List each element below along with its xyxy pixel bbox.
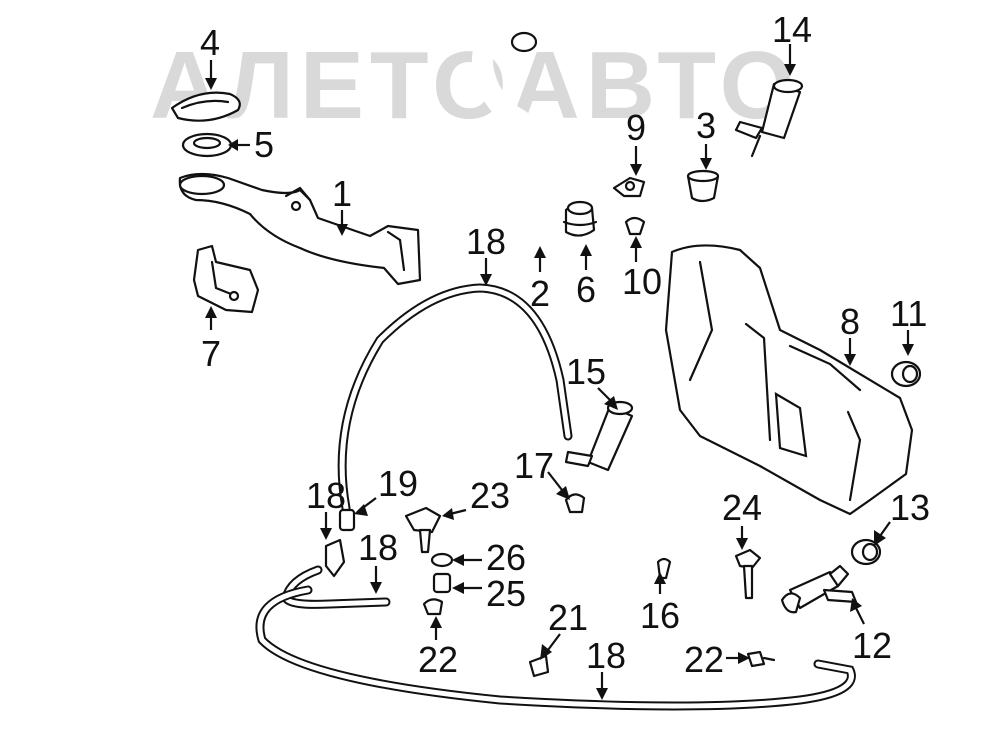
part-10-grommet — [624, 216, 646, 236]
part-14-pump — [734, 78, 804, 158]
callout-4: 4 — [200, 22, 220, 63]
callout-11: 11 — [890, 293, 927, 334]
part-18-hose-upper — [337, 283, 573, 513]
callout-18-bottom: 18 — [586, 635, 626, 676]
callout-10: 10 — [622, 261, 662, 302]
part-12-pump — [780, 564, 858, 614]
part-1-filler-neck — [178, 172, 422, 286]
part-2-hose — [472, 29, 553, 249]
part-25-sleeve — [432, 572, 452, 594]
callout-21: 19 — [378, 463, 418, 504]
part-9-fitting — [612, 176, 646, 198]
callout-8: 8 — [840, 301, 860, 342]
part-6-grommet — [562, 200, 598, 237]
leader-arrows — [205, 44, 914, 700]
part-8-reservoir — [664, 244, 914, 516]
callout-5: 5 — [254, 124, 274, 165]
callout-2: 2 — [530, 273, 550, 314]
part-21-connector — [338, 508, 356, 532]
callout-labels: 4 5 1 7 2 6 9 10 3 14 8 11 13 12 18 15 1… — [200, 9, 930, 680]
callout-6: 6 — [576, 269, 596, 310]
callout-15: 15 — [566, 351, 606, 392]
part-3-plug — [686, 169, 720, 203]
callout-18-mid: 18 — [358, 527, 398, 568]
watermark: АЛЕТОАВТО — [150, 32, 800, 139]
callout-26: 26 — [486, 537, 526, 578]
callout-9: 9 — [626, 107, 646, 148]
callout-13: 13 — [890, 487, 930, 528]
callout-22-right: 22 — [684, 639, 724, 680]
callout-16: 16 — [640, 595, 680, 636]
part-20-clip — [324, 538, 346, 578]
callout-22-left: 22 — [418, 639, 458, 680]
callout-17: 17 — [514, 445, 554, 486]
part-19-clip — [528, 654, 550, 678]
callout-24: 24 — [722, 487, 762, 528]
callout-18-top: 18 — [466, 221, 506, 262]
callout-7: 7 — [201, 333, 221, 374]
callout-14: 14 — [772, 9, 812, 50]
callout-23: 23 — [470, 475, 510, 516]
part-23-nozzle — [404, 506, 442, 554]
part-13-grommet — [850, 538, 882, 566]
part-5-seal — [181, 132, 233, 158]
part-18-hose-lower — [255, 585, 856, 711]
callout-3: 3 — [696, 105, 716, 146]
part-11-grommet — [890, 360, 922, 388]
part-22-elbow-right — [746, 650, 776, 668]
part-16-clip — [656, 557, 672, 580]
part-26-ring — [430, 552, 454, 568]
callout-19: 21 — [548, 597, 588, 638]
callout-20: 18 — [306, 475, 346, 516]
callout-1: 1 — [332, 173, 352, 214]
part-22-elbow-left — [422, 598, 444, 616]
part-24-nozzle — [734, 548, 762, 600]
part-4-filler-cap — [170, 91, 241, 122]
callout-25: 25 — [486, 573, 526, 614]
part-7-bracket — [192, 244, 260, 314]
callout-12: 12 — [852, 625, 892, 666]
part-15-pump — [564, 400, 634, 472]
